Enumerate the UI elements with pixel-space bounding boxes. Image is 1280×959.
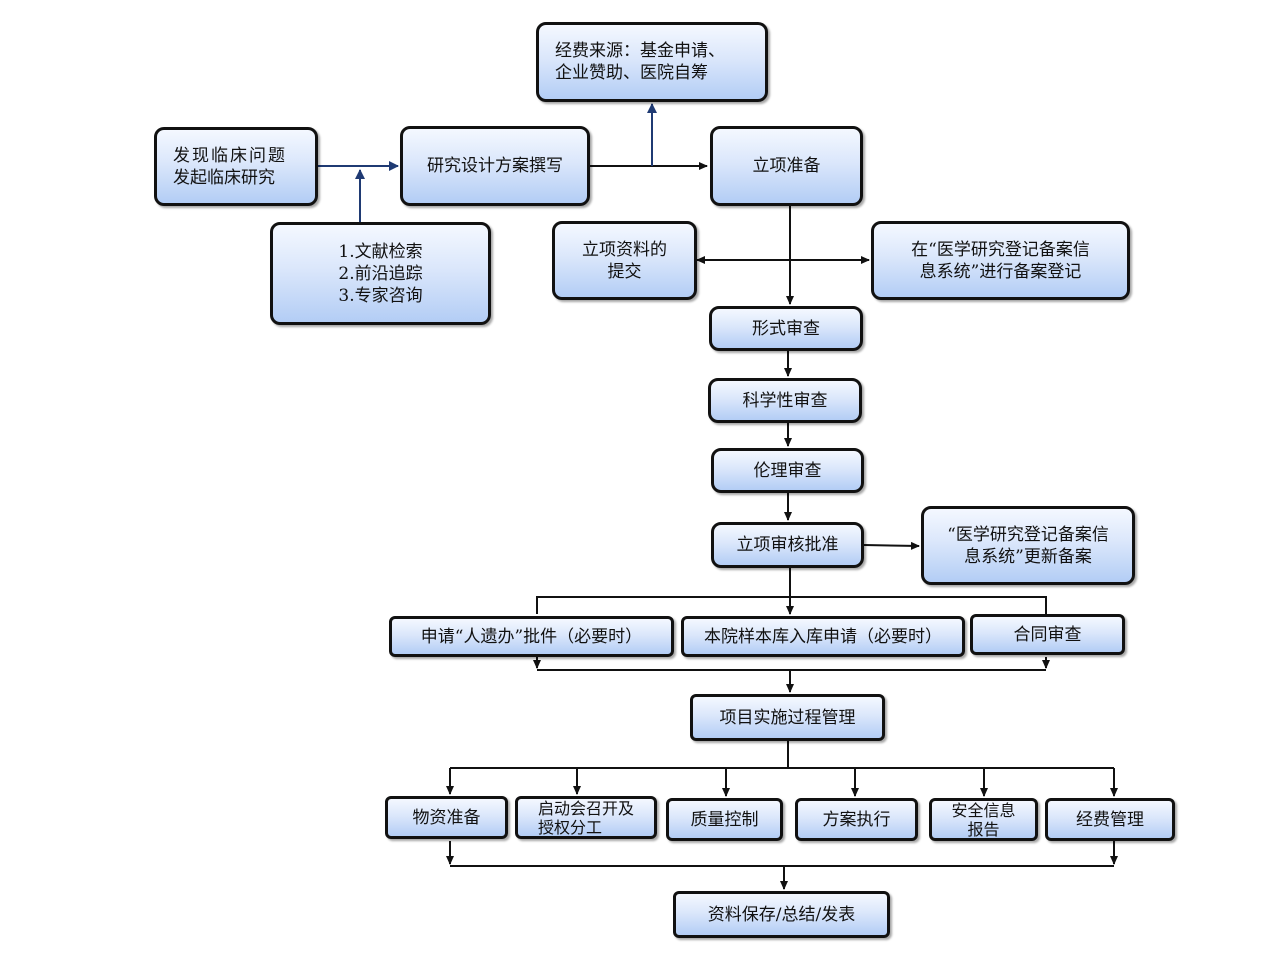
node-manage: 项目实施过程管理 xyxy=(690,694,885,741)
node-discover: 发现临床问题发起临床研究 xyxy=(154,127,318,206)
node-funding: 经费来源：基金申请、企业赞助、医院自筹 xyxy=(536,22,768,102)
node-discover-line-1: 发现临床问题 xyxy=(173,145,287,166)
node-formal: 形式审查 xyxy=(709,306,863,351)
node-design: 研究设计方案撰写 xyxy=(400,126,590,206)
node-register-line-2: 息系统”进行备案登记 xyxy=(919,261,1082,282)
node-hgrac-label: 申请“人遗办”批件（必要时） xyxy=(420,626,643,647)
node-literature-line-3: 3.专家咨询 xyxy=(338,285,423,306)
node-biobank-label: 本院样本库入库申请（必要时） xyxy=(704,626,942,647)
node-science-label: 科学性审查 xyxy=(742,390,828,411)
node-kickoff-line-1: 启动会召开及 xyxy=(537,798,634,818)
node-approve-label: 立项审核批准 xyxy=(736,535,839,555)
node-archive: 资料保存/总结/发表 xyxy=(673,891,890,938)
node-update-line-2: 息系统”更新备案 xyxy=(964,546,1092,567)
node-ethics-label: 伦理审查 xyxy=(753,460,822,481)
node-design-label: 研究设计方案撰写 xyxy=(427,156,563,176)
node-submit-line-1: 立项资料的 xyxy=(582,239,667,260)
node-update: “医学研究登记备案信息系统”更新备案 xyxy=(921,506,1135,585)
node-supplies: 物资准备 xyxy=(385,796,508,839)
node-archive-label: 资料保存/总结/发表 xyxy=(707,904,856,925)
node-safety-line-1: 安全信息 xyxy=(951,800,1016,820)
node-funding-line-2: 企业赞助、医院自筹 xyxy=(555,63,708,83)
node-discover-line-2: 发起临床研究 xyxy=(173,167,275,188)
node-register: 在“医学研究登记备案信息系统”进行备案登记 xyxy=(871,221,1130,300)
arrow-approve-to-update xyxy=(863,541,920,550)
node-budget: 经费管理 xyxy=(1045,798,1175,841)
node-approve: 立项审核批准 xyxy=(711,522,864,568)
node-quality-label: 质量控制 xyxy=(690,809,759,830)
node-update-line-1: “医学研究登记备案信 xyxy=(947,524,1109,545)
node-budget-label: 经费管理 xyxy=(1076,809,1144,830)
node-ethics: 伦理审查 xyxy=(711,448,864,493)
node-execute: 方案执行 xyxy=(795,798,918,841)
node-execute-label: 方案执行 xyxy=(822,809,891,830)
node-formal-label: 形式审查 xyxy=(752,318,820,339)
node-register-line-1: 在“医学研究登记备案信 xyxy=(911,239,1090,260)
node-supplies-label: 物资准备 xyxy=(412,807,481,828)
node-contract-label: 合同审查 xyxy=(1013,624,1082,645)
node-submit-line-2: 提交 xyxy=(607,261,642,282)
node-literature-line-1: 1.文献检索 xyxy=(338,241,423,262)
node-funding-line-1: 经费来源：基金申请、 xyxy=(555,41,725,61)
node-quality: 质量控制 xyxy=(666,798,783,841)
node-kickoff: 启动会召开及授权分工 xyxy=(515,796,657,839)
node-prep-label: 立项准备 xyxy=(752,156,821,176)
node-safety: 安全信息报告 xyxy=(929,798,1038,841)
node-prep: 立项准备 xyxy=(710,126,863,206)
node-biobank: 本院样本库入库申请（必要时） xyxy=(681,616,965,657)
node-safety-line-2: 报告 xyxy=(967,819,1000,839)
node-literature-line-2: 2.前沿追踪 xyxy=(338,263,423,284)
line-fanout-top xyxy=(536,596,1047,614)
node-manage-label: 项目实施过程管理 xyxy=(719,707,856,728)
node-science: 科学性审查 xyxy=(708,378,862,423)
node-submit: 立项资料的提交 xyxy=(552,221,697,300)
node-contract: 合同审查 xyxy=(970,614,1125,655)
node-hgrac: 申请“人遗办”批件（必要时） xyxy=(389,616,674,657)
node-kickoff-line-2: 授权分工 xyxy=(537,817,602,837)
